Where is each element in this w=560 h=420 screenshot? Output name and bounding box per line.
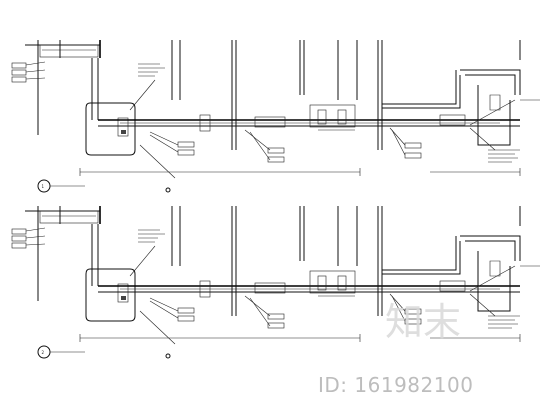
watermark-id-text: ID: 161982100: [318, 373, 473, 397]
section-1-number: 1: [42, 184, 45, 189]
watermark-logo-text: 知末: [385, 300, 461, 344]
section-1: [11, 39, 541, 193]
section-2-number: 2: [42, 350, 45, 355]
